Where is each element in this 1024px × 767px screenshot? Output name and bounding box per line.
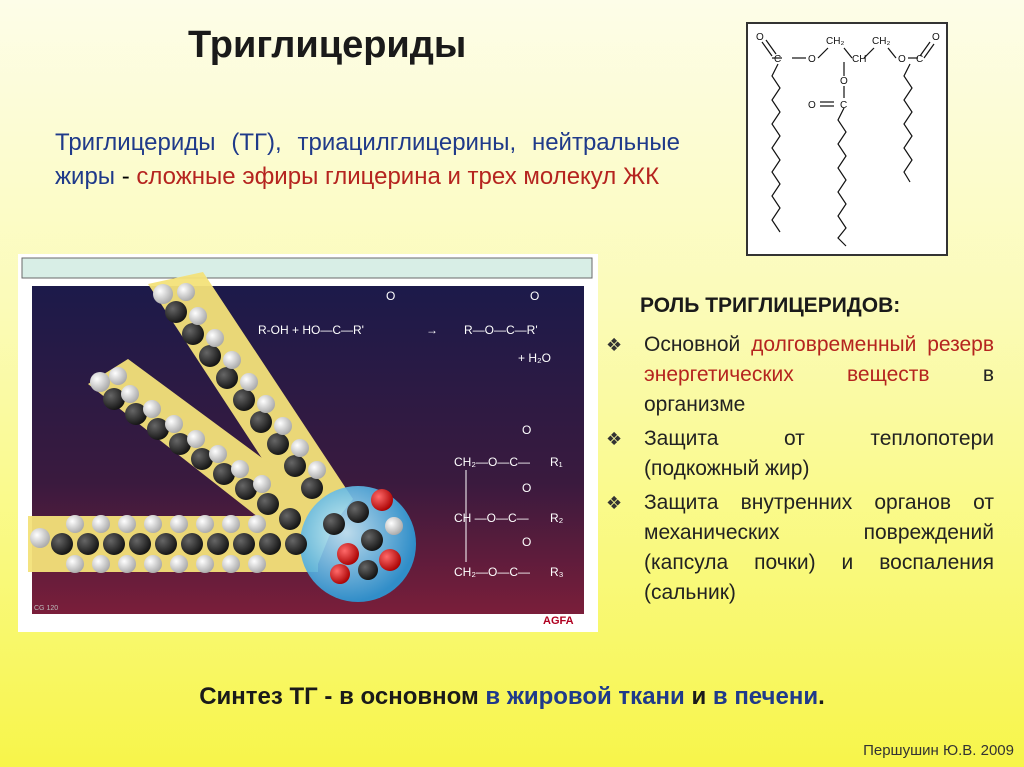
- role-item-1-text-highlight: долговременный резерв энергетических вещ…: [644, 333, 994, 386]
- tg-row-2-r: R₂: [550, 511, 564, 525]
- tg-row-1-left: CH₂—O—C—: [454, 455, 530, 469]
- formula-c-left: C: [774, 54, 781, 65]
- formula-o-carbonyl-middle: O: [808, 100, 816, 111]
- formula-o-ester-right: O: [898, 54, 906, 65]
- role-item-energy-reserve: ❖ Основной долговременный резерв энергет…: [604, 330, 994, 420]
- definition-dash: -: [115, 163, 137, 190]
- formula-ch2-left: CH₂: [826, 36, 844, 47]
- formula-o-middle: O: [840, 76, 848, 87]
- formula-c-right: C: [916, 54, 923, 65]
- role-item-1-text-c: в организме: [644, 363, 994, 416]
- synthesis-liver: в печени: [712, 683, 819, 710]
- tg-row-1-r: R₁: [550, 455, 563, 469]
- eq1-reactants: R-OH + HO—C—R': [258, 323, 364, 337]
- definition-meaning: сложные эфиры глицерина и трех молекул Ж…: [136, 163, 660, 190]
- eq1-carbonyl-o-1: O: [386, 289, 395, 303]
- definition-text: Триглицериды (ТГ), триацилглицерины, ней…: [55, 126, 680, 194]
- fatty-acid-chain-1: [153, 283, 326, 499]
- eq1-carbonyl-o-2: O: [530, 289, 539, 303]
- role-item-thermal-protection: ❖ Защита от теплопотери (подкожный жир): [604, 424, 994, 484]
- eq1-arrow: →: [426, 323, 438, 337]
- fatty-acid-chain-2: [90, 367, 301, 530]
- formula-ch-mid: CH: [852, 54, 866, 65]
- synthesis-adipose: в жировой ткани: [485, 683, 685, 710]
- formula-ch2-right: CH₂: [872, 36, 890, 47]
- page-title: Триглицериды: [188, 24, 467, 66]
- glycerol-head: [323, 489, 403, 584]
- tg-carbonyl-o-2: O: [522, 481, 531, 495]
- role-item-3-text: Защита внутренних органов от механически…: [644, 491, 994, 604]
- role-item-organ-protection: ❖ Защита внутренних органов от механичес…: [604, 488, 994, 608]
- roles-list: ❖ Основной долговременный резерв энергет…: [604, 330, 994, 612]
- tg-row-3-r: R₃: [550, 565, 564, 579]
- illustration-svg: O R-OH + HO—C—R' R—O—C—R' O + H₂O → O CH…: [21, 257, 593, 627]
- author-footer: Першушин Ю.В. 2009: [863, 742, 1014, 759]
- tg-carbonyl-o-1: O: [522, 423, 531, 437]
- roles-heading: РОЛЬ ТРИГЛИЦЕРИДОВ:: [640, 294, 901, 317]
- diamond-bullet-icon: ❖: [606, 335, 623, 355]
- diamond-bullet-icon: ❖: [606, 493, 623, 513]
- triglyceride-structural-formula: O C O CH₂ CH CH₂ O C O O O C: [746, 22, 948, 256]
- eq1-product: R—O—C—R': [464, 323, 538, 337]
- synthesis-and: и: [684, 683, 713, 710]
- illustration-code: CG 120: [34, 605, 58, 612]
- synthesis-statement: Синтез ТГ - в основном в жировой ткани и…: [0, 683, 1024, 711]
- synthesis-period: .: [818, 683, 825, 710]
- eq1-water: + H₂O: [518, 351, 551, 365]
- role-item-1-text-a: Основной: [644, 333, 752, 356]
- formula-c-middle: C: [840, 100, 847, 111]
- triglyceride-molecule-illustration: O R-OH + HO—C—R' R—O—C—R' O + H₂O → O CH…: [18, 254, 598, 632]
- formula-diagram: O C O CH₂ CH CH₂ O C O O O C: [756, 32, 940, 247]
- tg-carbonyl-o-3: O: [522, 535, 531, 549]
- formula-o-right: O: [932, 32, 940, 43]
- diamond-bullet-icon: ❖: [606, 429, 623, 449]
- fatty-acid-chain-3: [30, 515, 307, 573]
- tg-row-3-left: CH₂—O—C—: [454, 565, 530, 579]
- formula-o-ester-left: O: [808, 54, 816, 65]
- agfa-logo: AGFA: [543, 615, 574, 627]
- role-item-2-text: Защита от теплопотери (подкожный жир): [644, 427, 994, 480]
- synthesis-lead: Синтез ТГ - в основном: [199, 683, 486, 710]
- tg-row-2-left: CH —O—C—: [454, 511, 529, 525]
- definition-term: Триглицериды (ТГ), триацилглицерины, ней…: [55, 129, 680, 190]
- formula-o-left: O: [756, 32, 764, 43]
